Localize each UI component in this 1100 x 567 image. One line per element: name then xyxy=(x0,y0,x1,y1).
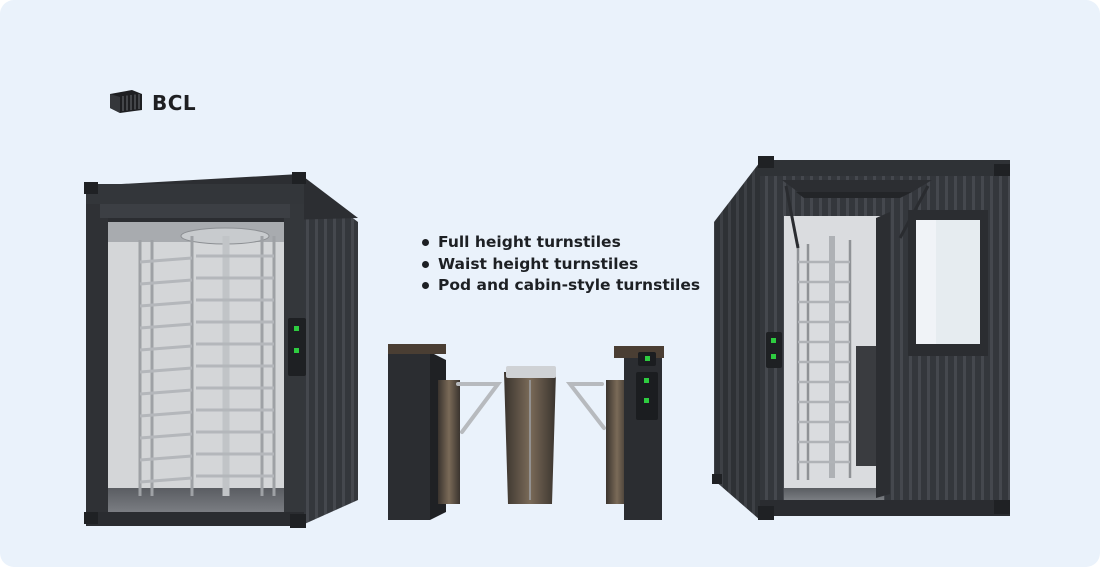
cabin-style-turnstile-container xyxy=(712,156,1010,520)
feature-list: Full height turnstiles Waist height turn… xyxy=(420,232,700,297)
brand-logo[interactable]: BCL xyxy=(108,86,196,119)
brand-name: BCL xyxy=(152,90,197,115)
feature-item-full-height: Full height turnstiles xyxy=(420,232,700,254)
container-icon xyxy=(108,86,144,119)
feature-item-pod-cabin: Pod and cabin-style turnstiles xyxy=(420,275,700,297)
waist-height-turnstiles xyxy=(388,344,664,520)
feature-item-waist-height: Waist height turnstiles xyxy=(420,254,700,276)
full-height-turnstile-container xyxy=(84,172,358,528)
